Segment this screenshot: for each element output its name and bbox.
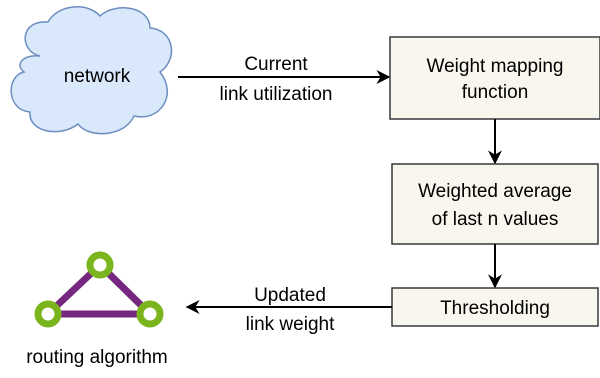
network-node: network bbox=[10, 6, 173, 135]
graph-node-top bbox=[86, 251, 114, 279]
weight-mapping-box bbox=[389, 36, 600, 120]
edge-label-link-weight: link weight bbox=[246, 314, 335, 335]
thresholding-node: Thresholding bbox=[391, 287, 599, 327]
edge-label-link-utilization: link utilization bbox=[220, 84, 333, 105]
weighted-average-label-line1: Weighted average bbox=[418, 181, 572, 202]
weight-mapping-node: Weight mapping function bbox=[389, 36, 600, 120]
routing-graph-icon bbox=[34, 251, 164, 328]
thresholding-box bbox=[391, 287, 599, 327]
weighted-average-box bbox=[391, 163, 599, 245]
graph-node-left bbox=[34, 300, 62, 328]
routing-label: routing algorithm bbox=[26, 347, 168, 368]
edge-current-link-utilization: Current link utilization bbox=[178, 54, 391, 105]
thresholding-label: Thresholding bbox=[440, 298, 550, 319]
weight-mapping-label-line1: Weight mapping bbox=[427, 56, 564, 77]
network-label: network bbox=[64, 66, 131, 87]
edge-updated-link-weight: Updated link weight bbox=[185, 285, 392, 335]
weight-mapping-label-line2: function bbox=[462, 82, 529, 103]
weighted-average-label-line2: of last n values bbox=[432, 209, 559, 230]
graph-node-right bbox=[136, 300, 164, 328]
cloud-shape bbox=[10, 6, 173, 135]
edge-label-current: Current bbox=[244, 54, 308, 75]
edge-label-updated: Updated bbox=[254, 285, 326, 306]
weighted-average-node: Weighted average of last n values bbox=[391, 163, 599, 245]
